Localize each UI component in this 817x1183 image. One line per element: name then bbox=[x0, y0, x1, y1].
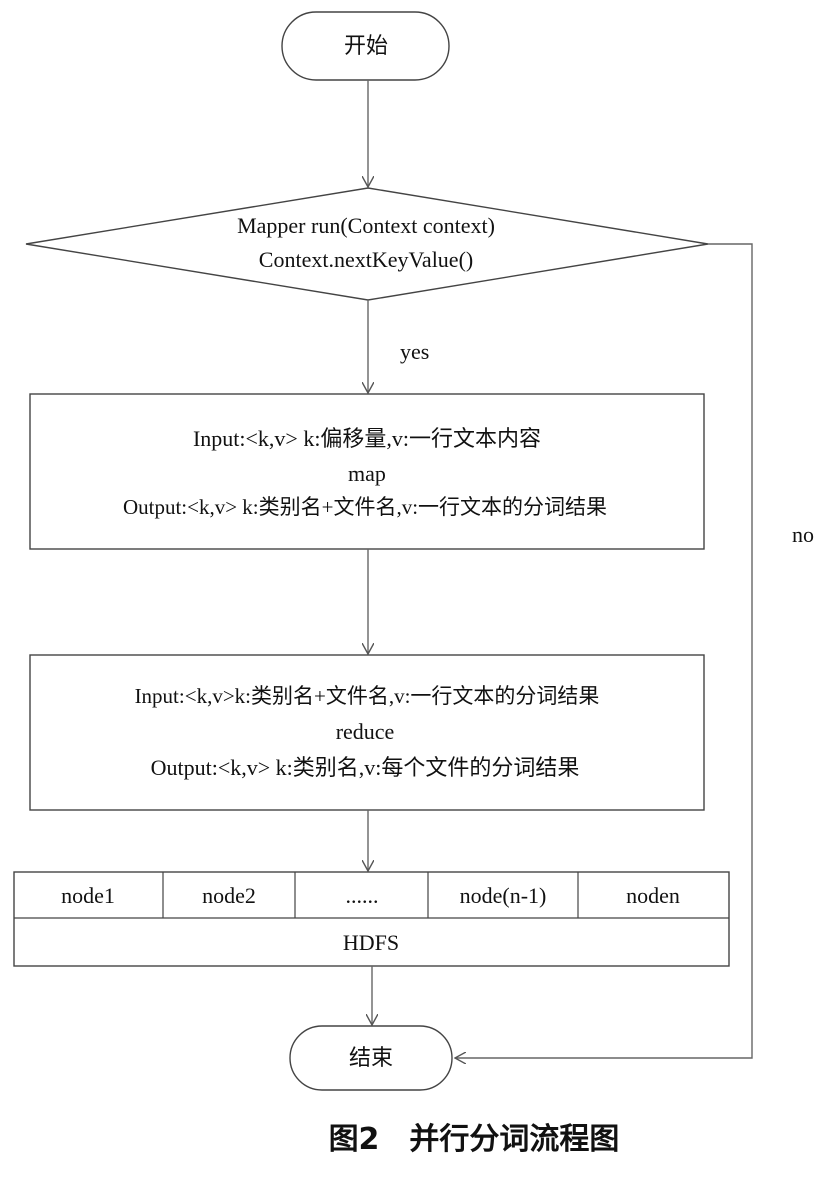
hdfs-node-cell: node(n-1) bbox=[459, 883, 547, 908]
no-branch-label: no bbox=[792, 522, 814, 547]
hdfs-node-cell: node1 bbox=[61, 883, 115, 908]
reduce-output-label: Output:<k,v> k:类别名,v:每个文件的分词结果 bbox=[150, 755, 580, 780]
decision-label-line1: Mapper run(Context context) bbox=[237, 213, 495, 238]
map-input-label: Input:<k,v> k:偏移量,v:一行文本内容 bbox=[192, 426, 542, 451]
reduce-label: reduce bbox=[335, 719, 395, 744]
end-label: 结束 bbox=[348, 1045, 394, 1070]
decision-diamond bbox=[25, 187, 709, 301]
hdfs-label: HDFS bbox=[342, 930, 400, 955]
end-terminal bbox=[289, 1025, 453, 1091]
decision-label-line2: Context.nextKeyValue() bbox=[258, 247, 474, 272]
start-label: 开始 bbox=[343, 33, 389, 58]
map-label: map bbox=[348, 461, 386, 486]
start-terminal bbox=[281, 11, 450, 81]
reduce-process-box bbox=[29, 654, 705, 811]
hdfs-node-cell: node2 bbox=[202, 883, 256, 908]
map-process-box bbox=[29, 393, 705, 550]
map-output-label: Output:<k,v> k:类别名+文件名,v:一行文本的分词结果 bbox=[122, 495, 608, 519]
no-branch-connector bbox=[456, 243, 753, 1058]
reduce-input-label: Input:<k,v>k:类别名+文件名,v:一行文本的分词结果 bbox=[134, 684, 600, 708]
hdfs-node-cell: ...... bbox=[345, 883, 379, 908]
figure-caption: 图2 并行分词流程图 bbox=[328, 1122, 620, 1157]
yes-branch-label: yes bbox=[400, 339, 430, 364]
hdfs-block bbox=[13, 871, 730, 967]
hdfs-node-cell: noden bbox=[626, 883, 680, 908]
